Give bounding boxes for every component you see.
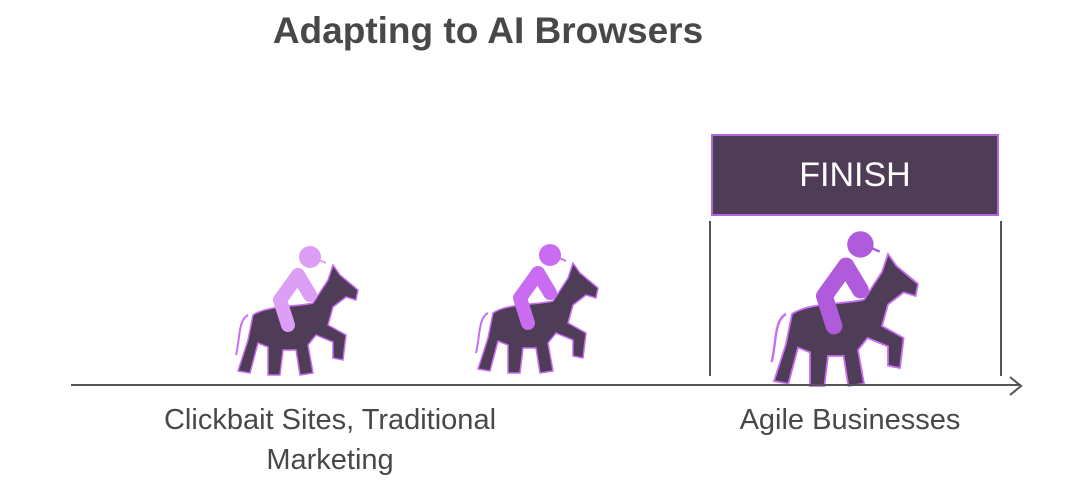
horse-rider-icon (235, 246, 359, 376)
label-line-2: Marketing (266, 444, 394, 476)
finish-banner: FINISH (711, 134, 999, 216)
label-line-1: Clickbait Sites, Traditional (163, 404, 497, 436)
finish-post-right (1000, 221, 1002, 376)
label-agile-businesses: Agile Businesses (739, 404, 961, 436)
arrow-head-icon (1009, 376, 1023, 396)
diagram-title: Adapting to AI Browsers (272, 10, 704, 51)
progress-axis (71, 384, 1021, 386)
horse-rider-icon (475, 244, 599, 374)
label-clickbait-traditional: Clickbait Sites, Traditional Marketing (130, 400, 530, 480)
finish-label: FINISH (799, 155, 911, 194)
horse-rider-icon (770, 231, 920, 388)
finish-post-left (709, 221, 711, 376)
